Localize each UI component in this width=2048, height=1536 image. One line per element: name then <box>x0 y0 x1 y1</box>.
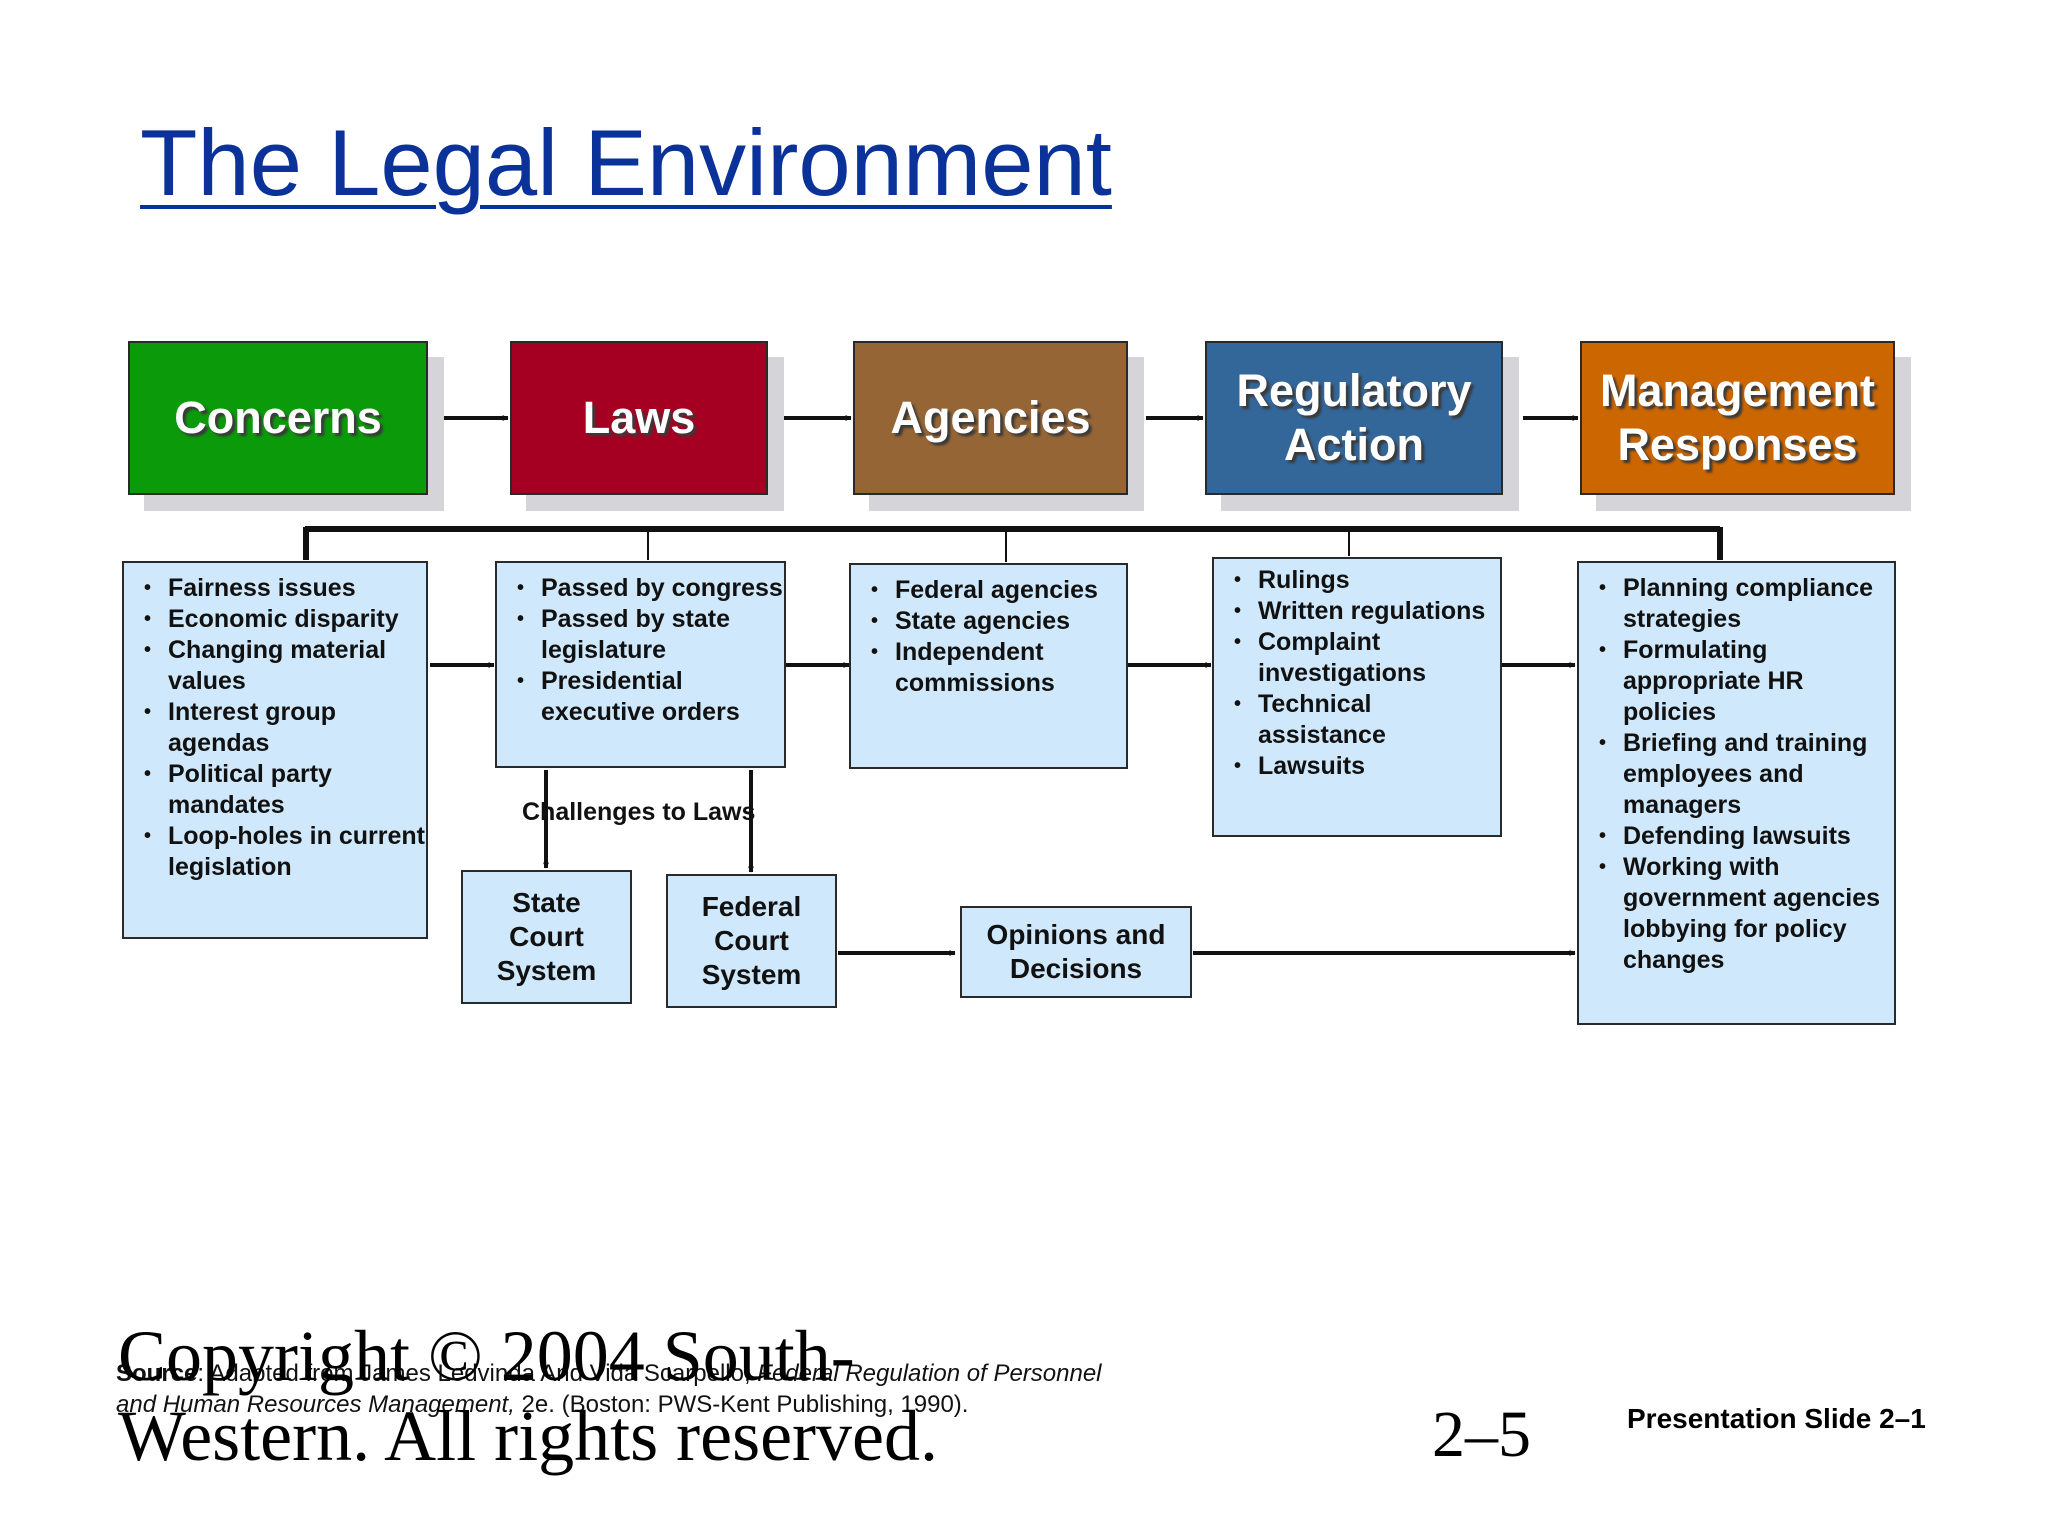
slide-title: The Legal Environment <box>140 110 1112 215</box>
header-regulatory-action-label: Regulatory Action <box>1236 365 1472 470</box>
list-item: Changing material values <box>124 635 426 697</box>
header-management-responses: Management Responses <box>1580 341 1895 495</box>
header-agencies: Agencies <box>853 341 1128 495</box>
source-text-before: : Adapted from James Ledvinda And Vida S… <box>197 1360 758 1387</box>
source-label: Source <box>116 1360 198 1387</box>
copyright-notice: Copyright © 2004 South- Western. All rig… <box>118 1316 938 1476</box>
list-item: Technical assistance <box>1214 689 1500 751</box>
federal-court-system-label: Federal Court System <box>701 891 802 990</box>
header-concerns-label: Concerns <box>174 392 382 443</box>
details-regulatory-action: Rulings Written regulations Complaint in… <box>1212 557 1502 837</box>
details-concerns: Fairness issues Economic disparity Chang… <box>122 561 428 939</box>
state-court-system-label: State Court System <box>496 887 597 986</box>
header-concerns: Concerns <box>128 341 428 495</box>
list-item: Written regulations <box>1214 596 1500 627</box>
source-line-2: and Human Resources Management, 2e. (Bos… <box>116 1389 1102 1420</box>
list-item: Working with government agencies lobbyin… <box>1579 852 1894 976</box>
source-line-1: Source: Adapted from James Ledvinda And … <box>116 1358 1102 1389</box>
source-book-title-1: Federal Regulation of Personnel <box>757 1360 1102 1387</box>
list-item: Passed by state legislature <box>497 604 784 666</box>
opinions-and-decisions-box: Opinions and Decisions <box>960 906 1192 998</box>
header-laws: Laws <box>510 341 768 495</box>
list-item: Lawsuits <box>1214 751 1500 782</box>
list-item: State agencies <box>851 606 1126 637</box>
challenges-to-laws-label: Challenges to Laws <box>522 798 756 826</box>
list-item: Defending lawsuits <box>1579 821 1894 852</box>
list-item: Briefing and training employees and mana… <box>1579 728 1894 821</box>
state-court-system-box: State Court System <box>461 870 632 1004</box>
list-item: Rulings <box>1214 565 1500 596</box>
list-item: Federal agencies <box>851 575 1126 606</box>
list-item: Interest group agendas <box>124 697 426 759</box>
list-item: Planning compliance strategies <box>1579 573 1894 635</box>
list-item: Formulating appropriate HR policies <box>1579 635 1894 728</box>
header-laws-label: Laws <box>582 392 696 443</box>
page-number: 2–5 <box>1432 1398 1531 1471</box>
list-item: Presidential executive orders <box>497 666 784 728</box>
header-management-responses-label: Management Responses <box>1599 365 1876 470</box>
list-item: Economic disparity <box>124 604 426 635</box>
header-agencies-label: Agencies <box>890 392 1091 443</box>
source-note: Source: Adapted from James Ledvinda And … <box>116 1358 1102 1420</box>
list-item: Complaint investigations <box>1214 627 1500 689</box>
details-management-responses: Planning compliance strategies Formulati… <box>1577 561 1896 1025</box>
list-item: Passed by congress <box>497 573 784 604</box>
list-item: Loop-holes in current legislation <box>124 821 426 883</box>
presentation-slide-label: Presentation Slide 2–1 <box>1627 1403 1926 1434</box>
list-item: Political party mandates <box>124 759 426 821</box>
details-laws: Passed by congress Passed by state legis… <box>495 561 786 768</box>
list-item: Independent commissions <box>851 637 1126 699</box>
header-regulatory-action: Regulatory Action <box>1205 341 1503 495</box>
details-agencies: Federal agencies State agencies Independ… <box>849 563 1128 769</box>
federal-court-system-box: Federal Court System <box>666 874 837 1008</box>
opinions-and-decisions-label: Opinions and Decisions <box>986 919 1166 984</box>
source-book-title-2: and Human Resources Management, <box>116 1391 515 1418</box>
list-item: Fairness issues <box>124 573 426 604</box>
source-text-after: 2e. (Boston: PWS-Kent Publishing, 1990). <box>514 1391 969 1418</box>
